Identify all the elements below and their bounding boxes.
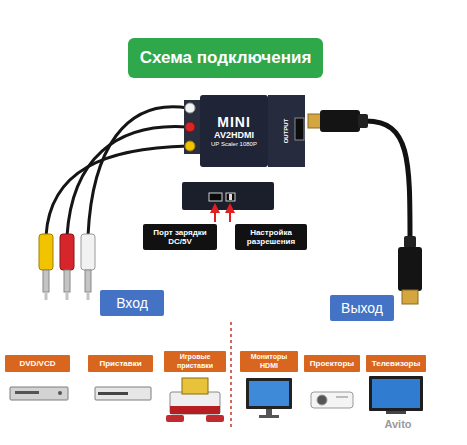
hdmi-tip bbox=[308, 114, 321, 128]
callout-box: Настройка разрешения bbox=[235, 224, 307, 250]
box-text: Телевизоры bbox=[372, 359, 421, 368]
divider-line bbox=[230, 322, 232, 428]
box-text: Мониторы HDMI bbox=[241, 353, 297, 369]
projector-lens bbox=[317, 395, 327, 405]
box-text: Настройка разрешения bbox=[237, 228, 305, 246]
category-tag: Мониторы HDMI bbox=[240, 351, 298, 372]
hdmi-plug bbox=[398, 247, 422, 291]
tv-stand bbox=[386, 411, 406, 414]
category-tag: DVD/VCD bbox=[5, 355, 70, 372]
pointer-arrow bbox=[229, 205, 231, 222]
output-label-box: Выход bbox=[330, 295, 394, 321]
monitor-screen bbox=[249, 381, 289, 406]
monitor-frame bbox=[246, 378, 292, 409]
hdmi-strain bbox=[404, 236, 416, 248]
tv-screen bbox=[372, 379, 420, 408]
dvd-body bbox=[10, 387, 68, 400]
console-band bbox=[170, 406, 220, 414]
box-text: Вход bbox=[116, 295, 148, 311]
category-tag: Приставки bbox=[88, 355, 153, 372]
rca-plugs bbox=[39, 234, 95, 300]
monitor-stand bbox=[266, 409, 272, 415]
plug-pin bbox=[64, 270, 70, 292]
white-jack bbox=[185, 103, 195, 113]
yellow-jack bbox=[185, 141, 195, 151]
box-text: Порт зарядки DC/5V bbox=[145, 228, 215, 246]
console-body bbox=[170, 392, 220, 414]
rca-jacks bbox=[184, 100, 200, 154]
hdmi-plug bbox=[320, 110, 360, 132]
stb-stripe bbox=[98, 392, 128, 395]
projector-vent bbox=[336, 396, 348, 398]
yellow-plug bbox=[39, 234, 53, 270]
box-text: Приставки bbox=[99, 359, 141, 368]
plug-pin bbox=[43, 270, 49, 292]
hdmi-wire bbox=[366, 121, 410, 240]
device-side bbox=[182, 182, 274, 210]
box-text: Выход bbox=[341, 300, 383, 316]
monitor bbox=[246, 378, 292, 418]
hdmi-cable bbox=[308, 110, 422, 304]
rca-wire bbox=[67, 127, 188, 236]
category-tag: Проекторы bbox=[304, 355, 360, 372]
converter-box: MINIAV2HDMIUP Scaler 1080P bbox=[200, 95, 268, 167]
hdmi-tip bbox=[402, 290, 418, 304]
plug-pin bbox=[85, 270, 91, 292]
plug-tip bbox=[87, 292, 90, 300]
monitor-base bbox=[259, 415, 279, 418]
cartridge bbox=[182, 378, 208, 394]
rca-wire bbox=[46, 146, 188, 236]
rca-cables bbox=[46, 107, 188, 236]
set-top-box bbox=[95, 387, 151, 400]
device-label: UP Scaler 1080P bbox=[211, 141, 257, 148]
jack-panel bbox=[184, 100, 200, 154]
category-tag: Игровые приставки bbox=[164, 351, 226, 372]
dvd-tray bbox=[15, 391, 39, 394]
projector bbox=[311, 392, 353, 408]
red-jack bbox=[185, 122, 195, 132]
watermark: Avito bbox=[384, 418, 411, 430]
stb-body bbox=[95, 387, 151, 400]
red-plug bbox=[60, 234, 74, 270]
plug-tip bbox=[45, 292, 48, 300]
tv-frame bbox=[369, 376, 423, 411]
category-tag: Телевизоры bbox=[366, 355, 426, 372]
device-side-view bbox=[182, 182, 274, 222]
controller bbox=[206, 415, 224, 422]
projector-body bbox=[311, 392, 353, 408]
controller bbox=[166, 415, 184, 422]
dvd-player bbox=[10, 387, 68, 400]
box-text: DVD/VCD bbox=[19, 359, 55, 368]
device-label: MINI bbox=[217, 114, 251, 130]
plug-tip bbox=[66, 292, 69, 300]
switch-knob bbox=[229, 194, 232, 200]
device-panel bbox=[268, 95, 305, 167]
title-banner: Схема подключения bbox=[128, 38, 323, 78]
box-text: Проекторы bbox=[310, 359, 354, 368]
pointer-arrow bbox=[214, 205, 216, 222]
port-label: OUTPUT bbox=[283, 119, 289, 144]
game-console bbox=[166, 378, 224, 422]
dc-port bbox=[209, 193, 222, 201]
device-label: AV2HDMI bbox=[214, 130, 254, 140]
input-label-box: Вход bbox=[100, 290, 164, 316]
hdmi-port bbox=[295, 118, 304, 140]
dvd-button bbox=[58, 391, 62, 395]
white-plug bbox=[81, 234, 95, 270]
device-output-side bbox=[268, 95, 305, 167]
box-text: Игровые приставки bbox=[165, 353, 225, 369]
television bbox=[369, 376, 423, 414]
switch bbox=[226, 193, 235, 201]
hdmi-strain bbox=[358, 114, 368, 128]
callout-box: Порт зарядки DC/5V bbox=[143, 224, 217, 250]
